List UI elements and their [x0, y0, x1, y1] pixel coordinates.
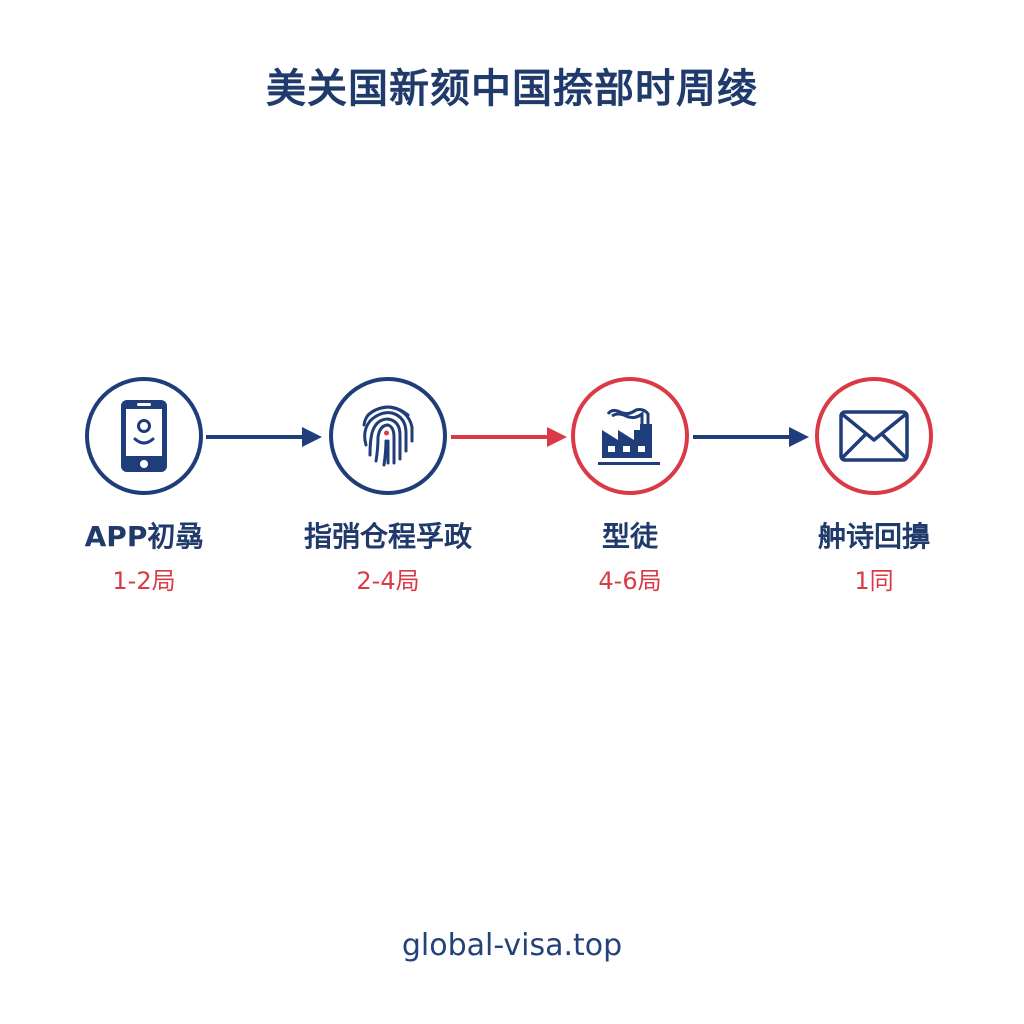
step-2-label: 指弰仓程孚政: [303, 520, 472, 553]
page-title: 美关国新颏中国捺部时周绫: [266, 66, 758, 112]
step-3-label: 型徒: [601, 520, 658, 553]
step-3-duration: 4-6局: [598, 567, 662, 595]
step-1-duration: 1-2局: [112, 567, 176, 595]
arrow-1: [206, 427, 322, 447]
step-2-duration: 2-4局: [356, 567, 420, 595]
factory-icon: [598, 408, 660, 465]
step-4-duration: 1同: [854, 567, 894, 595]
step-1-circle: [85, 377, 203, 495]
step-4-label: 舯诗回擤: [817, 520, 930, 553]
step-2-circle: [329, 377, 447, 495]
smartphone-icon: [121, 400, 167, 472]
step-3-circle: [571, 377, 689, 495]
envelope-icon: [839, 410, 909, 462]
footer-site-url: global-visa.top: [401, 928, 623, 963]
arrow-2: [451, 427, 567, 447]
step-4-circle: [815, 377, 933, 495]
fingerprint-icon: [362, 405, 414, 467]
step-1-label: APP初骉: [84, 520, 204, 553]
arrow-3: [693, 427, 809, 447]
